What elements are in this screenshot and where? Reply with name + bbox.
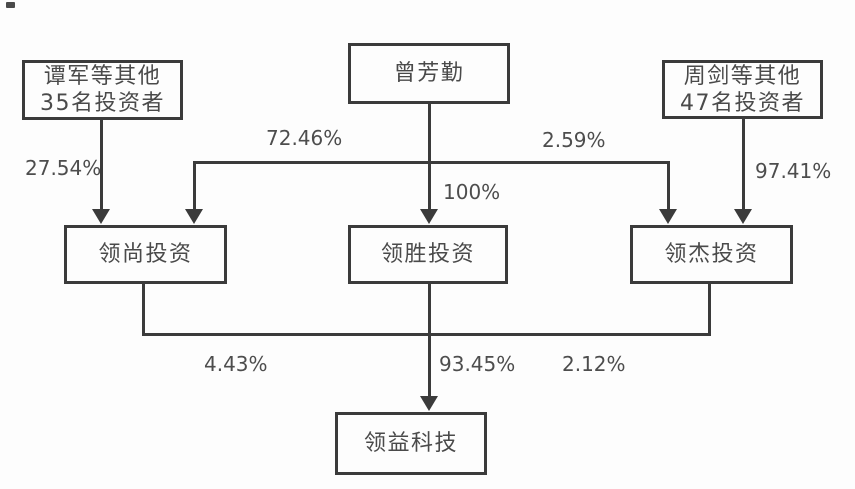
arrow-down-icon <box>420 209 438 224</box>
arrow-down-icon <box>420 396 438 411</box>
edge-zeng-lingjie-line <box>667 161 670 210</box>
edge-label-zeng-lingshang: 72.46% <box>266 126 343 150</box>
edge-zhoujian-lingjie-line <box>742 118 745 211</box>
arrow-down-icon <box>734 209 752 224</box>
node-tanjun-line2: 35名投资者 <box>40 91 165 116</box>
arrow-down-icon <box>659 209 677 224</box>
node-lingyi-technology: 领益科技 <box>335 412 487 475</box>
node-tanjun-line1: 谭军等其他 <box>43 64 162 89</box>
edge-bottom-bus-line <box>142 333 711 336</box>
edge-label-zhoujian-lingjie: 97.41% <box>755 159 832 183</box>
node-zhoujian-investors: 周剑等其他 47名投资者 <box>662 60 823 119</box>
node-zhoujian-line2: 47名投资者 <box>680 90 805 116</box>
node-lingshang-investment: 领尚投资 <box>64 225 227 284</box>
node-tanjun-investors: 谭军等其他 35名投资者 <box>22 60 183 120</box>
node-lingjie-investment: 领杰投资 <box>630 225 793 284</box>
edge-label-zeng-lingjie: 2.59% <box>542 128 606 152</box>
node-lingsheng-label: 领胜投资 <box>380 242 475 267</box>
edge-zeng-lingsheng-line <box>428 103 431 211</box>
node-lingjie-label: 领杰投资 <box>664 242 759 267</box>
edge-lingshang-lingyi-line <box>142 283 145 336</box>
corner-artifact <box>6 2 15 8</box>
node-zeng-label: 曾芳勤 <box>393 61 465 86</box>
edge-lingjie-lingyi-line <box>708 283 711 336</box>
arrow-down-icon <box>92 209 110 224</box>
edge-label-lingshang-lingyi: 4.43% <box>204 352 268 376</box>
node-lingyi-label: 领益科技 <box>363 431 458 456</box>
edge-zeng-lingshang-line <box>193 161 196 211</box>
edge-tanjun-lingshang-line <box>100 119 103 211</box>
node-lingshang-label: 领尚投资 <box>98 242 193 267</box>
node-zhoujian-line1: 周剑等其他 <box>683 63 802 89</box>
arrow-down-icon <box>185 209 203 224</box>
node-lingsheng-investment: 领胜投资 <box>348 225 508 284</box>
node-zeng-fangqin: 曾芳勤 <box>348 43 510 104</box>
edge-label-tanjun-lingshang: 27.54% <box>25 156 102 180</box>
edge-zeng-branch-line <box>193 161 670 164</box>
edge-label-lingsheng-lingyi: 93.45% <box>439 352 516 376</box>
edge-lingsheng-lingyi-line <box>428 283 431 397</box>
edge-label-lingjie-lingyi: 2.12% <box>562 352 626 376</box>
edge-label-zeng-lingsheng: 100% <box>443 180 501 204</box>
